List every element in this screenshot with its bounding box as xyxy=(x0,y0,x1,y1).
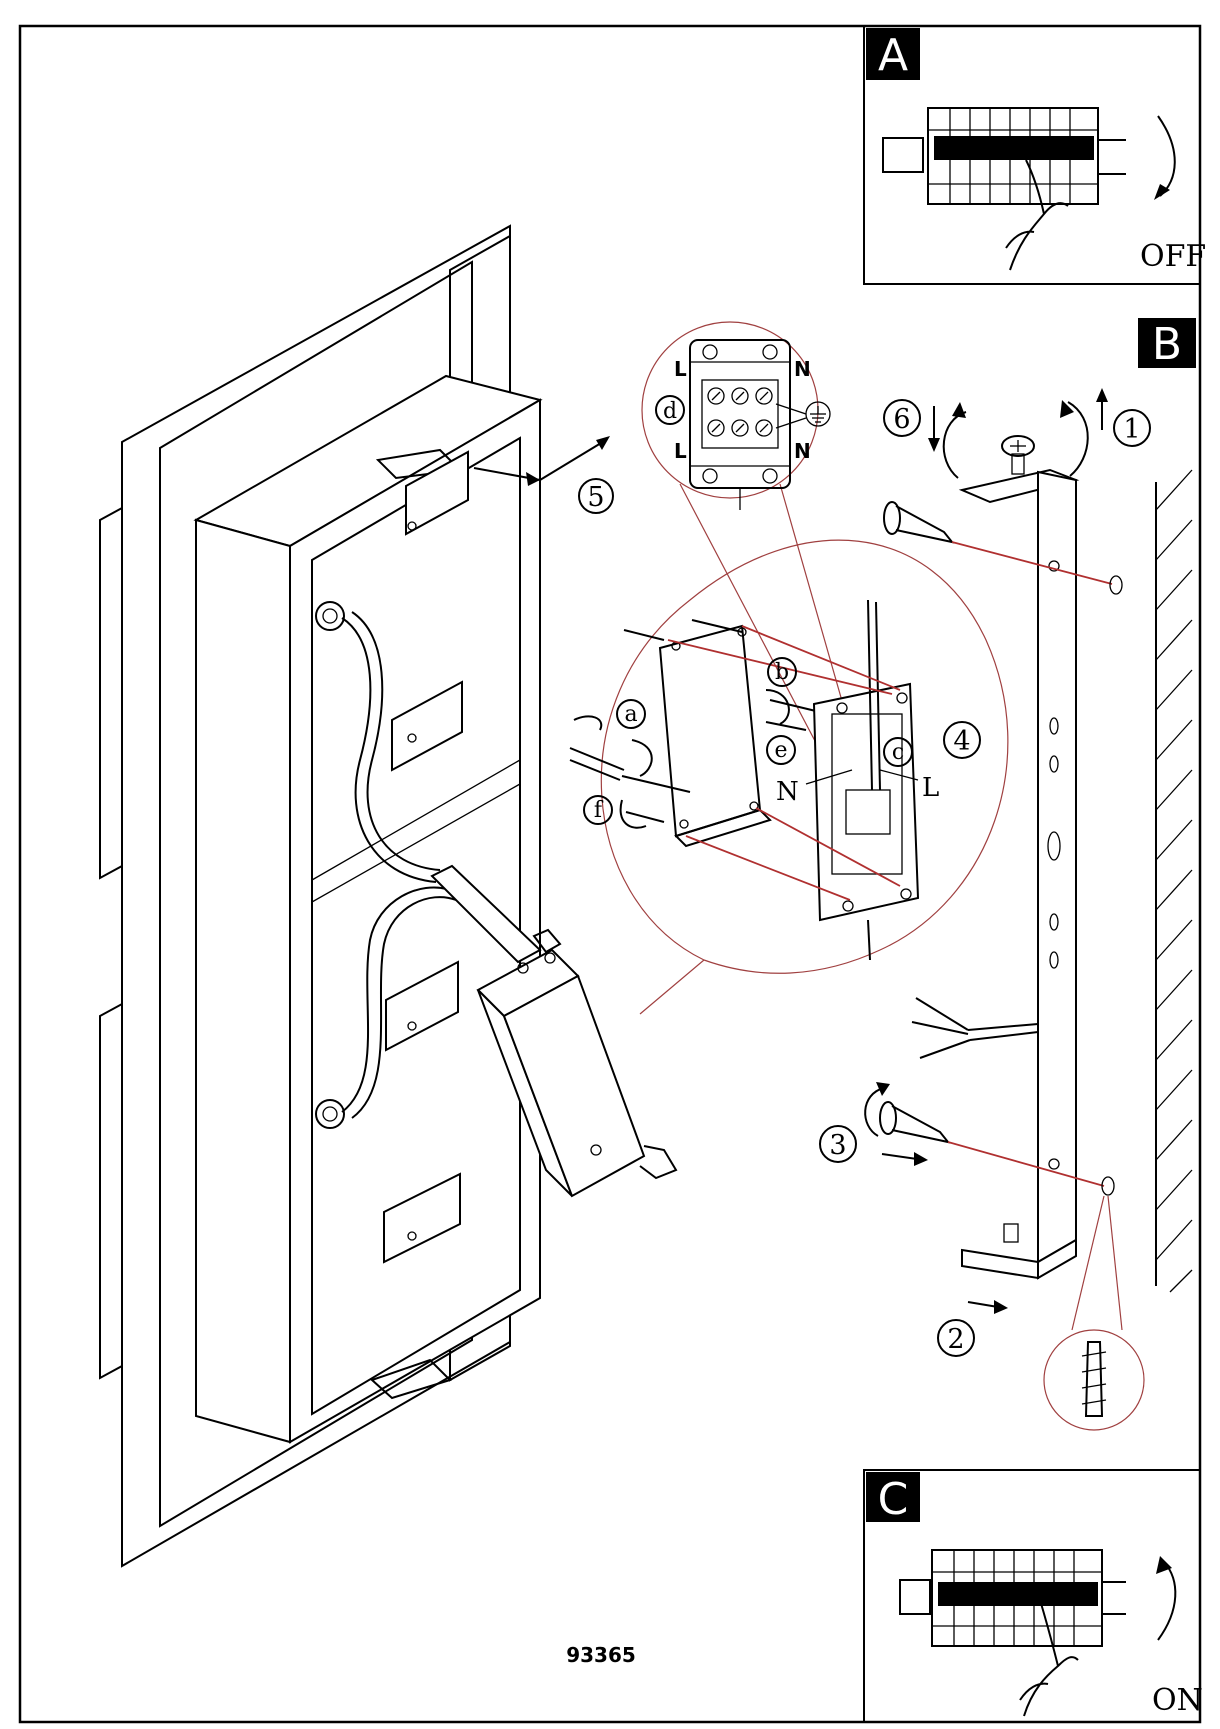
wall-plug-icon xyxy=(1043,1195,1145,1431)
screw-icon xyxy=(1001,435,1035,475)
luminaire xyxy=(99,224,678,1568)
hand-icon xyxy=(1005,159,1069,271)
junction-detail: a b c e f N L 4 xyxy=(569,539,1009,1015)
sub-step-d-label: d xyxy=(663,399,677,424)
terminal-bottom-right: N xyxy=(794,439,811,463)
product-code: 93365 xyxy=(566,1643,636,1667)
panel-c-frame xyxy=(863,1469,1201,1723)
rotate-arrow-b xyxy=(765,689,790,725)
panel-b-letter: B xyxy=(1152,319,1182,370)
panel-a-tag xyxy=(866,28,920,80)
panel-c-letter: C xyxy=(878,1474,909,1525)
screwdriver-icon xyxy=(569,715,691,793)
sub-step-b-label: b xyxy=(775,660,789,685)
rotate-arrow-f xyxy=(619,799,647,829)
terminal-top-right: N xyxy=(794,357,811,381)
sub-step-f-label: f xyxy=(594,798,604,823)
wall-screw-upper xyxy=(883,501,955,544)
driver-box xyxy=(476,928,678,1198)
step-5-circle xyxy=(578,478,614,514)
circuit-breaker-icon xyxy=(882,107,1126,205)
hand-icon xyxy=(1019,1599,1079,1717)
step-1-label: 1 xyxy=(1123,414,1140,445)
step-6-label: 6 xyxy=(893,404,910,435)
terminal-top-left: L xyxy=(674,357,687,381)
rotate-arrow-icon xyxy=(1157,115,1176,197)
step-3-label: 3 xyxy=(829,1130,846,1161)
circuit-breaker-icon xyxy=(899,1549,1126,1647)
panel-a-letter: A xyxy=(878,30,908,81)
sub-step-e-label: e xyxy=(774,738,787,763)
panel-b-tag xyxy=(1138,318,1196,368)
panel-a-frame xyxy=(863,25,1201,285)
rotate-arrow-icon xyxy=(1157,1561,1177,1641)
page-border xyxy=(18,24,1202,1724)
panel-c-tag xyxy=(866,1472,920,1522)
ground-icon xyxy=(775,401,831,429)
panel-a-state: OFF xyxy=(1140,239,1206,274)
sub-step-a-label: a xyxy=(624,702,637,727)
rotate-arrow-a xyxy=(631,739,653,777)
rotate-arrow-step3 xyxy=(864,1087,885,1137)
wall-hatch xyxy=(1155,469,1193,1293)
step-5-label: 5 xyxy=(587,482,604,513)
sub-step-c-label: c xyxy=(892,740,904,765)
panel-c: C ON xyxy=(863,1469,1203,1723)
panel-c-state: ON xyxy=(1152,1683,1203,1718)
wall-bracket xyxy=(958,435,1080,1280)
wire-live-label: L xyxy=(922,773,939,803)
housing-front xyxy=(289,398,541,1444)
wire-neutral-label: N xyxy=(776,777,799,807)
step-4-label: 4 xyxy=(953,726,970,757)
wall-screw-lower xyxy=(879,1101,951,1144)
housing-side xyxy=(195,518,291,1444)
terminal-bottom-left: L xyxy=(674,439,687,463)
panel-a: A OFF xyxy=(863,25,1206,285)
rotate-arrow-right xyxy=(1067,401,1089,477)
step-2-label: 2 xyxy=(947,1324,964,1355)
rotate-arrow-left xyxy=(942,411,967,479)
